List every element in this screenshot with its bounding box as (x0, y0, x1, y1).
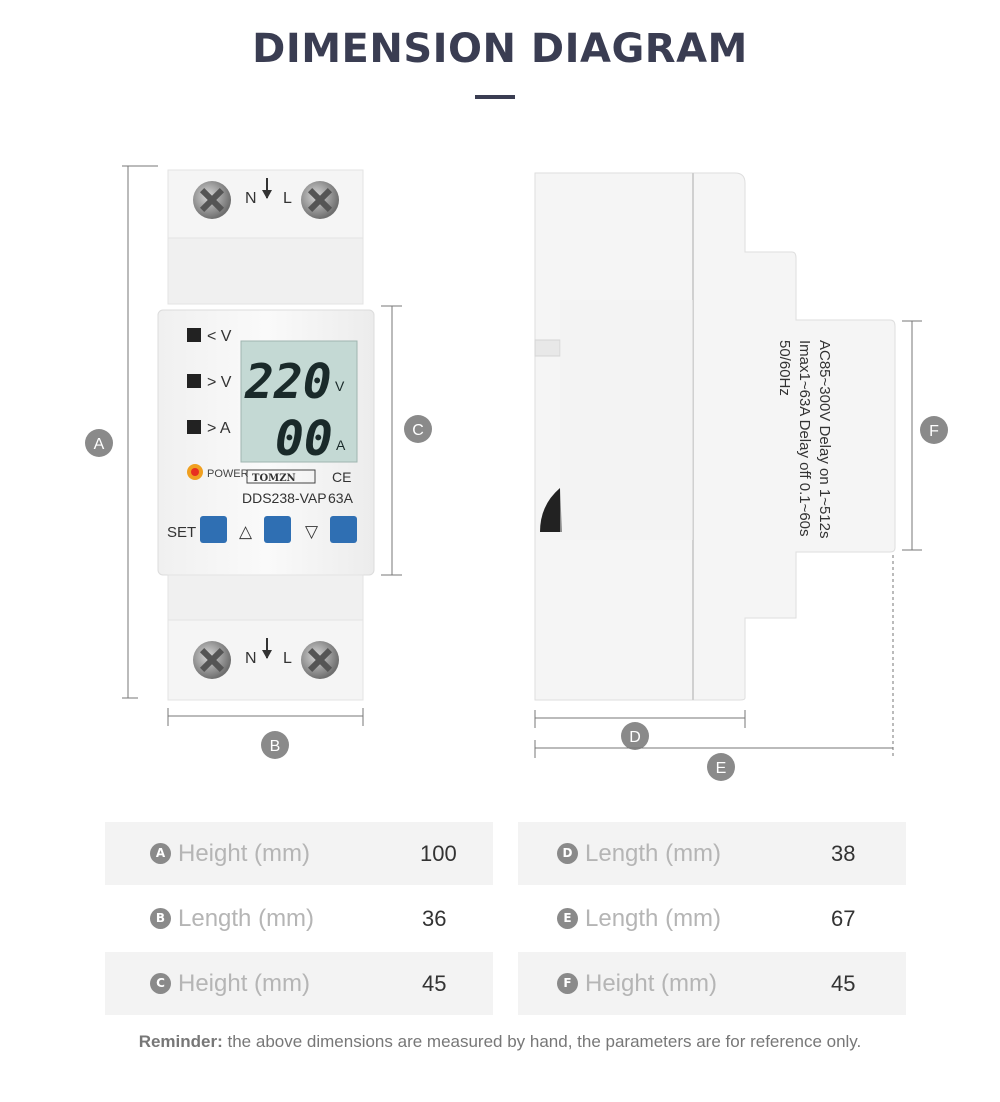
row-label-c: C Height (mm) (150, 952, 310, 1015)
down-symbol: ▽ (305, 522, 319, 541)
row-value-f: 45 (831, 970, 856, 996)
marker-badge: B (150, 908, 171, 929)
down-button (330, 516, 357, 543)
svg-text:B: B (270, 738, 281, 755)
lcd-current: 00 (275, 411, 333, 467)
row-value-a: 100 (420, 840, 457, 866)
row-label-d: D Length (mm) (557, 822, 721, 885)
table-row (518, 887, 906, 950)
led-low-v-icon (187, 328, 201, 342)
terminal-n-top: N (245, 190, 257, 207)
led-high-v-icon (187, 374, 201, 388)
indicator-low-v-label: < V (207, 328, 232, 345)
dimension-diagram: N L N L < V > V > A 220 V 00 A (85, 165, 948, 781)
indicator-high-v-label: > V (207, 374, 232, 391)
reminder-bold: Reminder: (138, 1032, 223, 1051)
svg-text:E: E (716, 760, 727, 777)
power-label: POWER (207, 468, 249, 480)
model-label: DDS238-VAP (242, 490, 327, 506)
terminal-l-bottom: L (283, 650, 292, 667)
svg-text:A: A (94, 436, 105, 453)
marker-c: C (404, 415, 432, 443)
screw-icon (301, 641, 339, 679)
row-label-a: A Height (mm) (150, 822, 310, 885)
table-row (518, 952, 906, 1015)
led-high-a-icon (187, 420, 201, 434)
page-title: DIMENSION DIAGRAM (252, 26, 748, 72)
svg-text:C: C (412, 422, 424, 439)
marker-e: E (707, 753, 735, 781)
brand-label: TOMZN (252, 473, 296, 484)
front-view: N L N L < V > V > A 220 V 00 A (157, 169, 375, 701)
indicator-high-a-label: > A (207, 420, 231, 437)
up-button (264, 516, 291, 543)
terminal-l-top: L (283, 190, 292, 207)
row-value-e: 67 (831, 905, 856, 931)
side-view: AC85~300V Delay on 1~512s Imax1~63A Dela… (534, 172, 896, 701)
marker-f: F (920, 416, 948, 444)
screw-icon (193, 181, 231, 219)
title-underline (475, 95, 515, 99)
svg-text:F: F (929, 423, 939, 440)
brand-box (246, 469, 316, 484)
up-symbol: △ (239, 522, 253, 541)
lcd-current-unit: A (336, 437, 346, 453)
table-row (518, 822, 906, 885)
ce-mark: CE (332, 469, 351, 485)
lcd-voltage: 220 (244, 354, 332, 410)
reminder-note: Reminder: the above dimensions are measu… (0, 1032, 1000, 1052)
row-label-b: B Length (mm) (150, 887, 314, 950)
svg-text:AC85~300V Delay on 1~512s: AC85~300V Delay on 1~512s (816, 340, 833, 538)
terminal-n-bottom: N (245, 650, 257, 667)
svg-text:50/60Hz: 50/60Hz (776, 340, 793, 396)
rating-label: 63A (328, 490, 354, 506)
svg-text:D: D (629, 729, 641, 746)
lcd-voltage-unit: V (335, 378, 345, 394)
marker-badge: A (150, 843, 171, 864)
set-label: SET (167, 524, 196, 541)
screw-icon (301, 181, 339, 219)
marker-b: B (261, 731, 289, 759)
row-value-c: 45 (422, 970, 447, 996)
svg-text:Imax1~63A Delay off 0.1~60s: Imax1~63A Delay off 0.1~60s (796, 340, 813, 537)
marker-badge: E (557, 908, 578, 929)
lcd-display (240, 340, 358, 463)
marker-d: D (621, 722, 649, 750)
row-label-f: F Height (mm) (557, 952, 717, 1015)
row-value-d: 38 (831, 840, 856, 866)
reminder-text: the above dimensions are measured by han… (222, 1032, 862, 1051)
row-label-e: E Length (mm) (557, 887, 721, 950)
din-clip (540, 488, 562, 532)
marker-badge: C (150, 973, 171, 994)
marker-a: A (85, 429, 113, 457)
bottom-neck (167, 574, 364, 626)
marker-badge: D (557, 843, 578, 864)
top-neck (167, 237, 364, 305)
marker-badge: F (557, 973, 578, 994)
row-value-b: 36 (422, 905, 447, 931)
side-label: AC85~300V Delay on 1~512s Imax1~63A Dela… (776, 340, 833, 538)
set-button (200, 516, 227, 543)
screw-icon (193, 641, 231, 679)
